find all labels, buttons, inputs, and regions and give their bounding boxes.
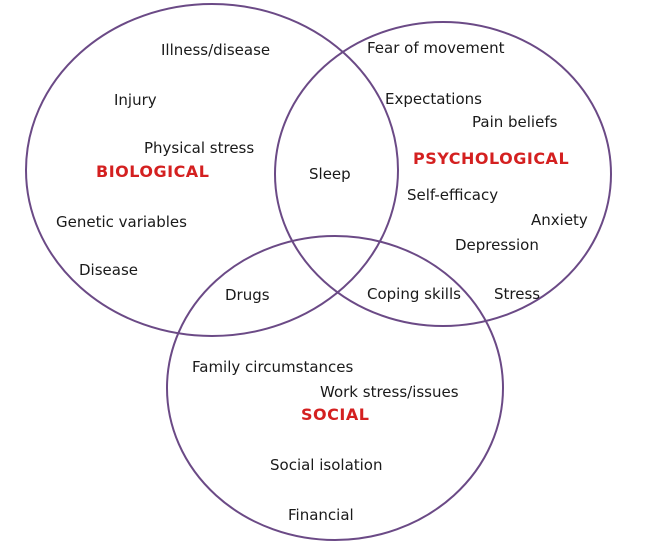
financial-item: Financial: [288, 506, 354, 524]
drugs-item: Drugs: [225, 286, 270, 304]
biological-label: BIOLOGICAL: [96, 162, 209, 181]
pain-beliefs-item: Pain beliefs: [472, 113, 558, 131]
fear-of-movement-item: Fear of movement: [367, 39, 505, 57]
illness-disease-item: Illness/disease: [161, 41, 270, 59]
social-isolation-item: Social isolation: [270, 456, 383, 474]
injury-item: Injury: [114, 91, 157, 109]
work-stress-item: Work stress/issues: [320, 383, 459, 401]
genetic-variables-item: Genetic variables: [56, 213, 187, 231]
disease-item: Disease: [79, 261, 138, 279]
coping-skills-item: Coping skills: [367, 285, 461, 303]
anxiety-item: Anxiety: [531, 211, 588, 229]
expectations-item: Expectations: [385, 90, 482, 108]
stress-item: Stress: [494, 285, 540, 303]
self-efficacy-item: Self-efficacy: [407, 186, 498, 204]
depression-item: Depression: [455, 236, 539, 254]
sleep-item: Sleep: [309, 165, 351, 183]
psychological-circle: [274, 21, 612, 327]
family-circumstances-item: Family circumstances: [192, 358, 354, 376]
physical-stress-item: Physical stress: [144, 139, 254, 157]
social-label: SOCIAL: [301, 405, 369, 424]
social-circle: [166, 235, 504, 541]
biological-circle: [25, 3, 399, 337]
psychological-label: PSYCHOLOGICAL: [413, 149, 569, 168]
